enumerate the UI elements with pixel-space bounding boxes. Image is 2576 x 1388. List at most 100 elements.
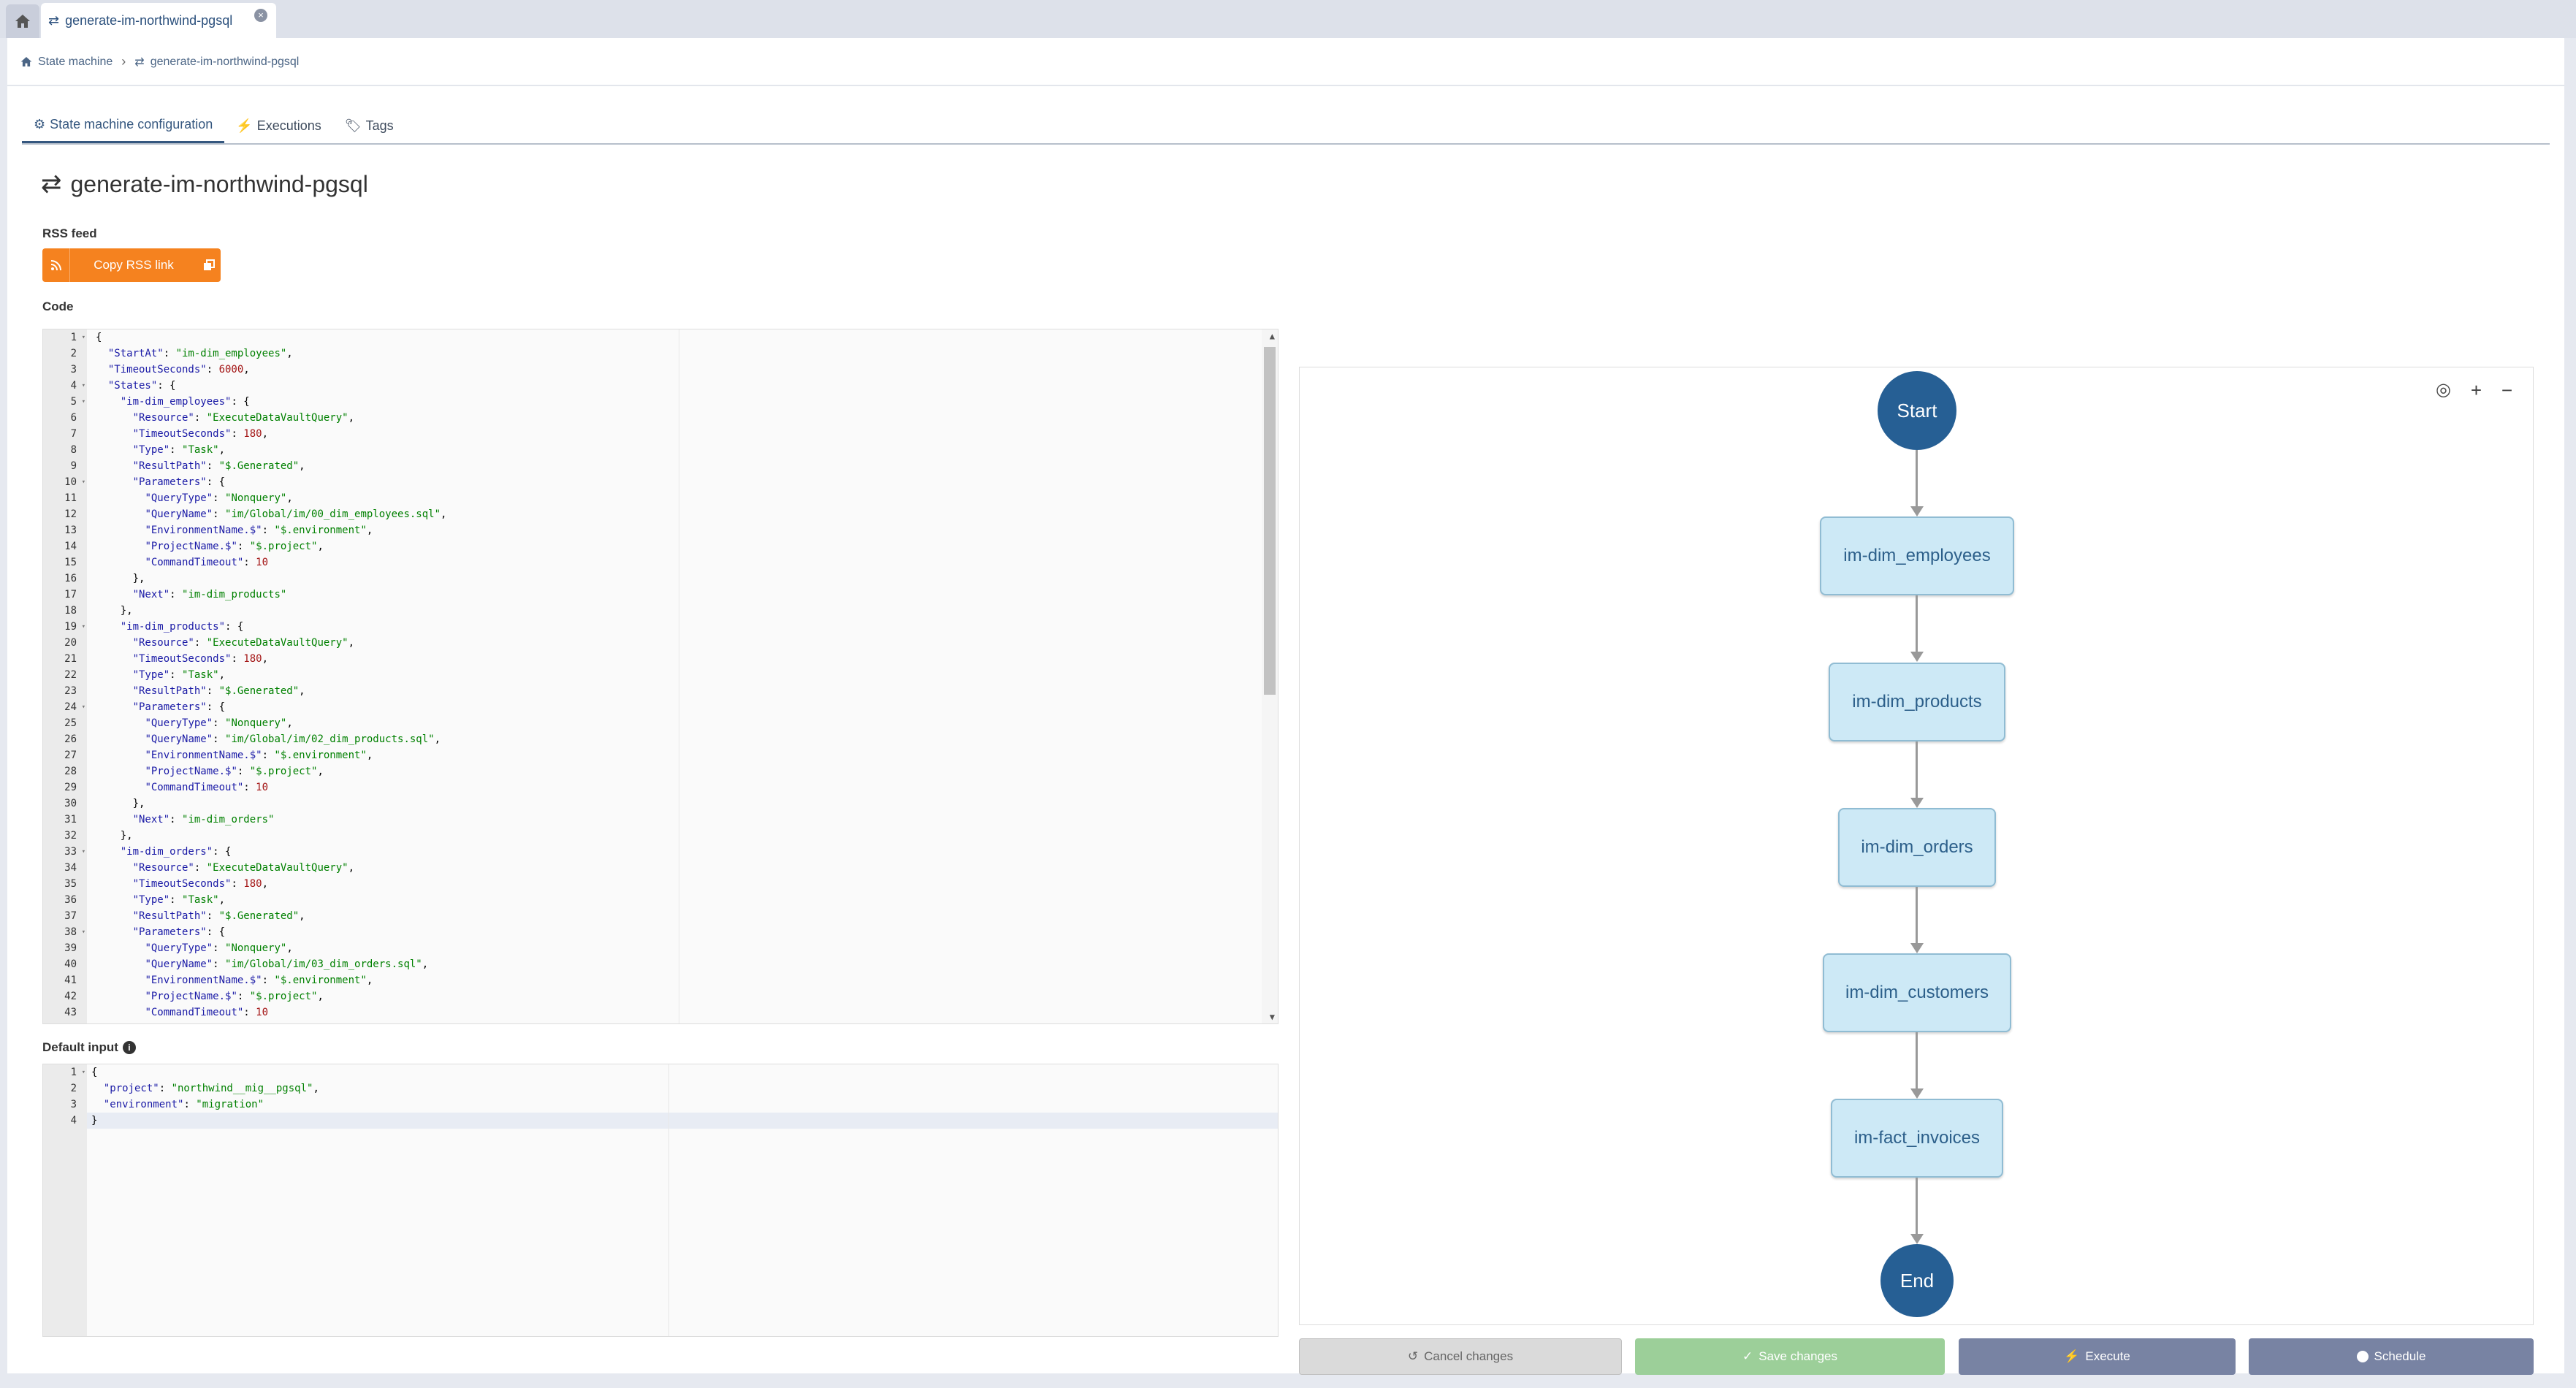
line-number: 23 [64, 685, 77, 697]
line-number: 14 [64, 541, 77, 552]
rss-icon [42, 248, 70, 282]
code-line: { [96, 332, 102, 343]
line-number: 31 [64, 814, 77, 825]
bolt-icon: ⚡ [236, 118, 253, 133]
start-node[interactable]: Start [1878, 371, 1956, 450]
tab-label: Tags [365, 118, 394, 133]
home-tab[interactable] [6, 4, 39, 38]
breadcrumb-root[interactable]: State machine [38, 55, 113, 68]
line-number: 3 [70, 364, 77, 375]
line-number: 32 [64, 830, 77, 842]
rss-label: RSS feed [42, 226, 97, 240]
line-number: 33▾ [43, 844, 87, 860]
clock-icon [2356, 1351, 2369, 1362]
line-number: 42 [64, 991, 77, 1002]
code-line: "im-dim_products": { [120, 621, 244, 633]
code-line: "ResultPath": "$.Generated", [132, 685, 305, 697]
line-number: 18 [64, 605, 77, 617]
fold-toggle-icon[interactable]: ▾ [81, 334, 85, 341]
line-number: 26 [64, 733, 77, 745]
schedule-button[interactable]: Schedule [2249, 1338, 2534, 1375]
line-number: 4▾ [43, 378, 87, 394]
line-number: 25 [64, 717, 77, 729]
scrollbar-thumb[interactable] [1264, 347, 1276, 695]
tab-executions[interactable]: ⚡ Executions [224, 108, 332, 143]
code-line: "Parameters": { [132, 926, 226, 938]
chevron-down-icon[interactable]: ▼ [1269, 1012, 1275, 1022]
close-icon[interactable]: × [254, 9, 267, 22]
fold-toggle-icon[interactable]: ▾ [81, 623, 85, 630]
code-line: "EnvironmentName.$": "$.environment", [145, 975, 373, 986]
line-number: 13 [64, 525, 77, 536]
code-line: "QueryType": "Nonquery", [145, 717, 293, 729]
line-number: 16 [64, 573, 77, 584]
end-node[interactable]: End [1880, 1244, 1954, 1317]
code-line: "ProjectName.$": "$.project", [145, 766, 324, 777]
code-line: "environment": "migration" [103, 1099, 264, 1110]
execute-button[interactable]: ⚡ Execute [1959, 1338, 2236, 1375]
copy-rss-button[interactable]: Copy RSS link [42, 248, 221, 282]
page-title: ⇄ generate-im-northwind-pgsql [41, 169, 368, 199]
code-line: "ProjectName.$": "$.project", [145, 991, 324, 1002]
line-number: 4 [70, 1115, 77, 1126]
active-line [87, 1113, 1278, 1129]
code-content: { "StartAt": "im-dim_employees", "Timeou… [96, 329, 1263, 1021]
line-number: 35 [64, 878, 77, 890]
fold-toggle-icon[interactable]: ▾ [81, 928, 85, 936]
code-line: "QueryName": "im/Global/im/00_dim_employ… [145, 508, 447, 520]
state-node[interactable]: im-dim_orders [1838, 808, 1996, 887]
line-number: 11 [64, 492, 77, 504]
target-icon[interactable]: ◎ [2436, 380, 2451, 400]
home-icon [20, 56, 32, 67]
default-input-label: Default input i [42, 1040, 136, 1055]
edge [1916, 1178, 1918, 1238]
line-number: 3 [70, 1099, 77, 1110]
line-number: 40 [64, 958, 77, 970]
check-icon: ✓ [1742, 1349, 1753, 1363]
tab-configuration[interactable]: ⚙ State machine configuration [22, 108, 225, 143]
code-line: "EnvironmentName.$": "$.environment", [145, 750, 373, 761]
state-machine-graph[interactable]: ◎ + − Start im-dim_employees im-dim_prod… [1299, 367, 2534, 1325]
line-number: 17 [64, 589, 77, 600]
code-line: "Next": "im-dim_products" [132, 589, 287, 600]
line-number: 1▾ [43, 1064, 87, 1080]
arrow-down-icon [1910, 798, 1924, 808]
copy-rss-label: Copy RSS link [94, 258, 174, 272]
state-node[interactable]: im-fact_invoices [1831, 1099, 2003, 1178]
code-line: "TimeoutSeconds": 180, [132, 653, 269, 665]
code-line: }, [96, 830, 133, 842]
tab-label: State machine configuration [50, 117, 213, 131]
fold-toggle-icon[interactable]: ▾ [81, 398, 85, 405]
code-line: "CommandTimeout": 10 [145, 557, 269, 568]
line-number: 27 [64, 750, 77, 761]
fold-toggle-icon[interactable]: ▾ [81, 848, 85, 855]
divider [7, 85, 2564, 86]
code-line: "Type": "Task", [132, 444, 226, 456]
state-node[interactable]: im-dim_customers [1823, 953, 2011, 1032]
input-content: { "project": "northwind__mig__pgsql", "e… [91, 1064, 1263, 1129]
cancel-changes-button[interactable]: ↺ Cancel changes [1299, 1338, 1622, 1375]
tab-state-machine[interactable]: ⇄ generate-im-northwind-pgsql × [41, 3, 276, 38]
info-icon[interactable]: i [122, 1041, 136, 1054]
state-node[interactable]: im-dim_employees [1820, 516, 2014, 595]
scrollbar[interactable]: ▲ ▼ [1262, 329, 1278, 1023]
edge [1916, 450, 1918, 510]
line-number: 22 [64, 669, 77, 681]
zoom-out-icon[interactable]: − [2501, 379, 2512, 401]
fold-toggle-icon[interactable]: ▾ [81, 478, 85, 486]
save-changes-button[interactable]: ✓ Save changes [1635, 1338, 1945, 1375]
fold-toggle-icon[interactable]: ▾ [81, 1069, 85, 1076]
line-number: 34 [64, 862, 77, 874]
fold-toggle-icon[interactable]: ▾ [81, 703, 85, 711]
chevron-up-icon[interactable]: ▲ [1269, 331, 1275, 341]
state-node[interactable]: im-dim_products [1829, 663, 2005, 741]
tab-tags[interactable]: 🏷 Tags [333, 108, 405, 143]
zoom-in-icon[interactable]: + [2470, 379, 2482, 401]
line-number: 6 [70, 412, 77, 424]
page: State machine › ⇄ generate-im-northwind-… [7, 38, 2564, 1375]
fold-toggle-icon[interactable]: ▾ [81, 382, 85, 389]
tab-label: generate-im-northwind-pgsql [65, 12, 233, 28]
